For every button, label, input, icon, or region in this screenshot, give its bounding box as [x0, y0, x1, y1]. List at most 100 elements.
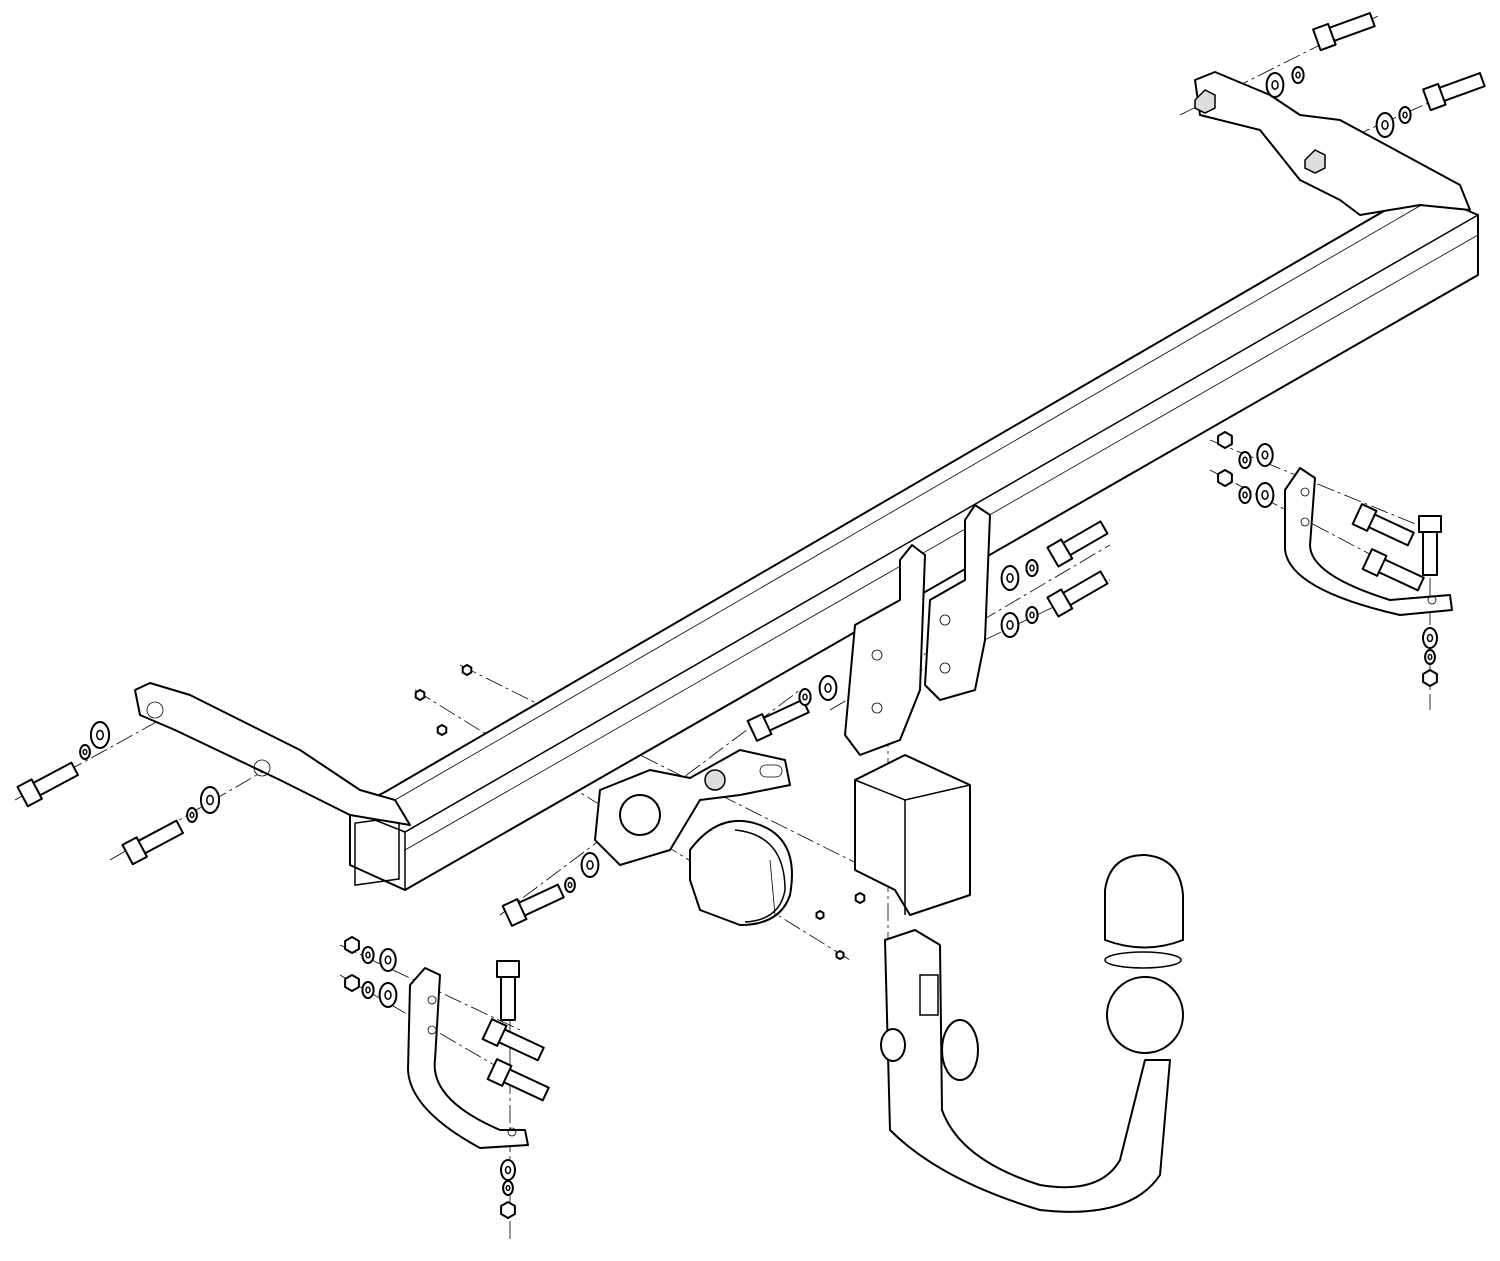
washer [502, 1180, 514, 1196]
bolt-shank [500, 974, 516, 1021]
nut [815, 910, 825, 920]
nut [1217, 431, 1233, 449]
nut [854, 892, 866, 904]
washer [89, 721, 111, 749]
bolt [1351, 503, 1415, 547]
bolt-head [1361, 548, 1388, 577]
washer-hole [82, 748, 88, 756]
lower-right-bracket [1284, 467, 1453, 616]
nut [1422, 669, 1438, 687]
bolt [481, 1018, 545, 1062]
bolt [501, 883, 565, 927]
washer [1238, 451, 1252, 469]
bolt [1312, 12, 1376, 52]
nut [1217, 469, 1233, 487]
washer-hole [1029, 611, 1035, 619]
washer [1398, 106, 1412, 124]
bolt-head [746, 713, 773, 742]
washer [79, 744, 91, 760]
washer [1256, 443, 1274, 467]
nut [835, 950, 845, 960]
bolt-head [501, 898, 528, 927]
bolt [1361, 548, 1425, 592]
left-side-bracket [134, 682, 411, 826]
bolt-head [16, 778, 43, 808]
ball-receiver [854, 754, 971, 916]
washer [564, 877, 576, 893]
washer-hole [189, 811, 195, 819]
nut [344, 974, 360, 992]
bolt-head [1422, 82, 1447, 112]
bolt-head [486, 1058, 513, 1087]
washer-hole [586, 860, 594, 870]
nut [461, 664, 473, 676]
washer-hole [1261, 490, 1269, 500]
washer-hole [384, 990, 392, 1000]
washer [1025, 559, 1039, 577]
washer [1291, 66, 1305, 84]
bolt-head [1418, 515, 1442, 533]
bolt-head [121, 836, 148, 866]
washer [361, 946, 375, 964]
washer [818, 675, 838, 701]
washers [79, 66, 1438, 1196]
washer [1255, 482, 1275, 508]
bolt [1422, 72, 1486, 112]
washer-hole [1261, 450, 1269, 460]
tow-ball-neck [880, 929, 1184, 1213]
washer [1000, 565, 1020, 591]
washer [378, 982, 398, 1008]
washer-hole [1006, 620, 1014, 630]
washer-hole [1381, 120, 1389, 130]
washer [500, 1159, 516, 1181]
bolt-shank [1422, 529, 1438, 576]
washer-hole [1006, 573, 1014, 583]
washer [199, 786, 221, 814]
washer [1422, 627, 1438, 649]
nut [436, 724, 448, 736]
bolt-head [496, 960, 520, 978]
socket-plate [594, 749, 791, 866]
nuts [344, 431, 1438, 1219]
washer [1000, 612, 1020, 638]
washer [580, 852, 600, 878]
nut [500, 1201, 516, 1219]
washer [1424, 649, 1436, 665]
washer-hole [384, 955, 392, 965]
washer [798, 688, 812, 706]
washer-hole [206, 794, 214, 806]
washer-hole [1029, 564, 1035, 572]
bolt [1046, 570, 1109, 618]
bolt-head [1046, 588, 1074, 618]
bolt-shank [1436, 72, 1486, 103]
bolt [121, 819, 185, 866]
washer-hole [505, 1184, 511, 1192]
washer-hole [802, 693, 808, 701]
washer-hole [1242, 456, 1248, 464]
washer [379, 948, 397, 972]
bolt [1046, 520, 1109, 568]
bolt [16, 761, 80, 808]
bolt-head [1046, 538, 1074, 568]
lower-left-bracket [407, 967, 529, 1149]
washer [1025, 606, 1039, 624]
washer-hole [1427, 653, 1433, 661]
washer-hole [504, 1165, 512, 1175]
electrical-socket [689, 819, 793, 926]
washer-hole [1426, 633, 1434, 643]
bolt [496, 960, 520, 1021]
bolt [1418, 515, 1442, 576]
washer [1375, 112, 1395, 138]
washer-hole [1271, 80, 1279, 90]
tow-ball-cap [1104, 854, 1184, 949]
mounting-plates [844, 504, 991, 756]
washer-hole [824, 683, 832, 693]
bolt-head [1351, 503, 1378, 532]
nut [414, 689, 426, 701]
nut [344, 936, 360, 954]
washer [1265, 72, 1285, 98]
bolts [16, 12, 1486, 1102]
washer-hole [1295, 71, 1301, 79]
washer-hole [365, 986, 371, 994]
